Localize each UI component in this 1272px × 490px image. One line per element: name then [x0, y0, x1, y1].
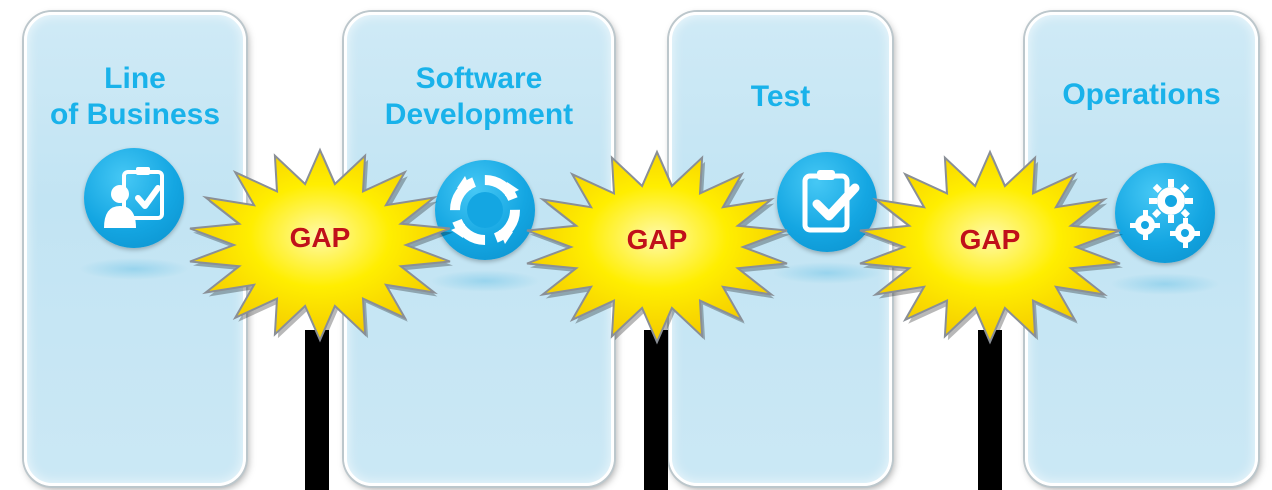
stage-title: Software Development [384, 62, 574, 131]
gap-label: GAP [626, 224, 688, 255]
starburst-shape [859, 149, 1123, 346]
starburst-shape [526, 149, 790, 346]
cycle-arrows-icon [435, 160, 535, 260]
starburst-star [859, 149, 1121, 345]
stage-title: Test [750, 80, 811, 113]
gap-divider-bar [644, 330, 668, 490]
icon-reflection [430, 270, 540, 292]
gap-starburst: GAP [840, 142, 1140, 352]
gap-divider-bar [978, 330, 1002, 490]
clipboard-person-icon [84, 148, 184, 248]
gap-label: GAP [289, 222, 351, 253]
gears-icon [1115, 163, 1215, 263]
icon-reflection [79, 258, 189, 280]
icon-reflection [1110, 273, 1220, 295]
clipboard-check-icon [777, 152, 877, 252]
icon-reflection [772, 262, 882, 284]
gap-starburst: GAP [170, 140, 470, 350]
starburst-shape [189, 147, 453, 344]
stage-panel-line-of-business: Line of Business [24, 12, 246, 486]
stage-title: Operations [1062, 78, 1221, 111]
gap-starburst: GAP [507, 142, 807, 352]
stage-title: Line of Business [49, 62, 221, 131]
gap-label: GAP [959, 224, 1021, 255]
starburst-star [526, 149, 788, 345]
starburst-star [189, 147, 451, 343]
gap-divider-bar [305, 330, 329, 490]
